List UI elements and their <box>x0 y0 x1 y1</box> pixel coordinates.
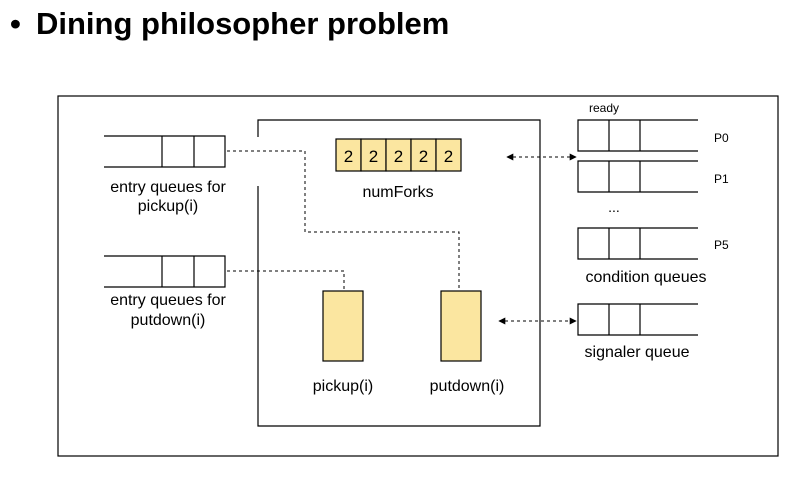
pickup-procedure-box <box>322 290 364 362</box>
entry-queue-pickup <box>104 135 226 168</box>
entry-queue-putdown-label-line1: entry queues for <box>110 292 226 309</box>
queue-outline <box>104 255 226 288</box>
condition-queue-p5 <box>577 227 698 260</box>
num-forks-cell <box>335 138 362 172</box>
condition-queue-p1 <box>577 160 698 193</box>
num-forks-value: 2 <box>344 147 353 166</box>
pickup-procedure-label: pickup(i) <box>313 378 373 395</box>
queue-outline <box>104 135 226 168</box>
queue-label-p0: P0 <box>714 131 729 145</box>
connector-pickup-queue-to-putdown <box>227 150 460 291</box>
queue-label-p1: P1 <box>714 172 729 186</box>
queue-outline <box>577 227 698 260</box>
slide-title-text: Dining philosopher problem <box>36 6 450 41</box>
num-forks-value: 2 <box>444 147 453 166</box>
num-forks-cell <box>435 138 462 172</box>
num-forks-label: numForks <box>362 184 433 201</box>
condition-queues-label: condition queues <box>586 269 707 286</box>
entry-queue-putdown-label-line2: putdown(i) <box>131 312 206 329</box>
entry-queue-pickup-label-line2: pickup(i) <box>138 198 198 215</box>
slide-title: • Dining philosopher problem <box>10 2 449 46</box>
queue-outline <box>577 303 698 336</box>
ready-label: ready <box>589 101 619 115</box>
monitor-box <box>257 119 541 427</box>
outer-frame <box>57 95 779 457</box>
queue-ellipsis: ... <box>608 199 620 215</box>
signaler-queue-label: signaler queue <box>585 344 690 361</box>
queue-outline <box>577 160 698 193</box>
bullet-glyph: • <box>10 6 21 41</box>
entry-queue-putdown <box>104 255 226 288</box>
queue-outline <box>577 119 698 152</box>
num-forks-value: 2 <box>394 147 403 166</box>
num-forks-array: 2 2 2 2 2 <box>335 138 462 172</box>
connector-putdown-queue-to-pickup <box>227 270 345 291</box>
queue-label-p5: P5 <box>714 238 729 252</box>
putdown-procedure-label: putdown(i) <box>430 378 505 395</box>
num-forks-value: 2 <box>369 147 378 166</box>
putdown-procedure-box <box>440 290 482 362</box>
entry-queue-pickup-label-line1: entry queues for <box>110 179 226 196</box>
signaler-queue <box>577 303 698 336</box>
condition-queue-p0 <box>577 119 698 152</box>
num-forks-value: 2 <box>419 147 428 166</box>
